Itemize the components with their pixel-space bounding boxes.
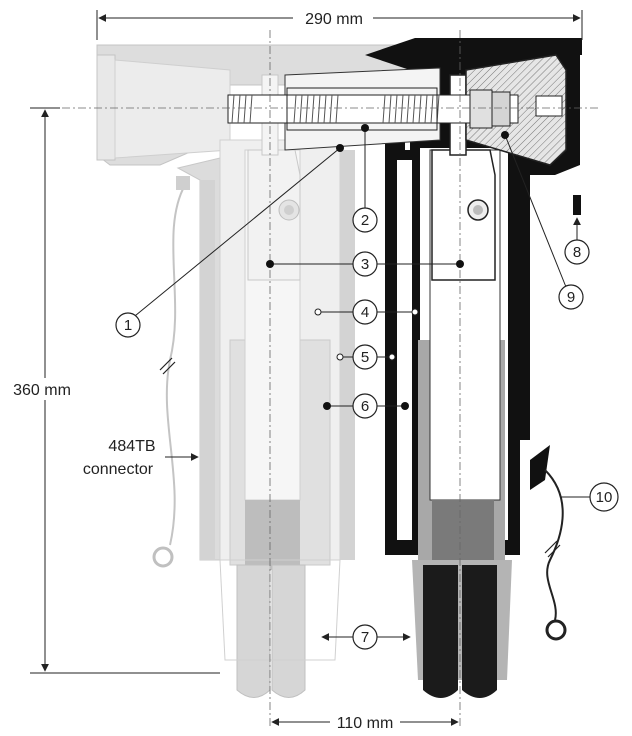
svg-text:1: 1	[124, 317, 132, 334]
callout-7: 7	[352, 624, 378, 650]
svg-text:8: 8	[573, 244, 581, 261]
callout-10: 10	[589, 482, 619, 512]
svg-text:4: 4	[361, 304, 369, 321]
callout-leaders	[129, 128, 590, 641]
callout-5: 5	[352, 344, 378, 370]
callout-1: 1	[115, 312, 141, 338]
connector-label-line1: 484TB	[108, 438, 155, 455]
height-dimension-label: 360 mm	[13, 382, 71, 399]
black-connector	[227, 38, 582, 698]
callout-6: 6	[352, 393, 378, 419]
svg-text:2: 2	[361, 212, 369, 229]
svg-text:9: 9	[567, 289, 575, 306]
callout-4: 4	[352, 299, 378, 325]
svg-text:5: 5	[361, 349, 369, 366]
width-dimension-label: 290 mm	[305, 11, 363, 28]
centerlines	[30, 30, 600, 728]
callout-3: 3	[352, 251, 378, 277]
svg-text:3: 3	[361, 256, 369, 273]
callout-dots	[266, 124, 509, 410]
svg-text:10: 10	[596, 489, 613, 506]
connector-label-line2: connector	[83, 461, 154, 478]
svg-text:7: 7	[361, 629, 369, 646]
callout-8: 8	[564, 239, 590, 265]
ghost-connector	[96, 44, 411, 698]
spacing-dimension-label: 110 mm	[337, 715, 394, 732]
svg-text:6: 6	[361, 398, 369, 415]
callout-9: 9	[558, 284, 584, 310]
callout-2: 2	[352, 207, 378, 233]
wire-break-marks	[159, 357, 561, 558]
